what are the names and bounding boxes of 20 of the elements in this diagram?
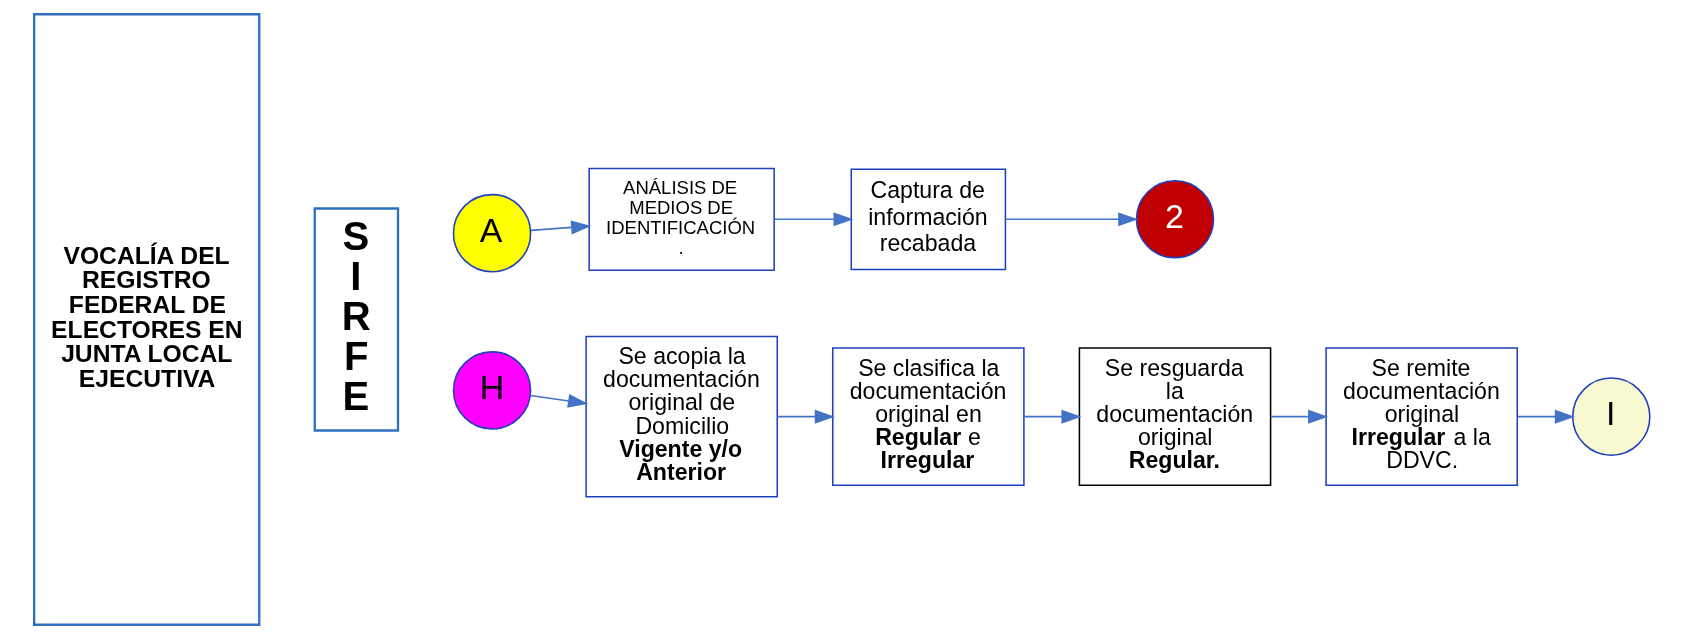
node-circle: H: [452, 351, 531, 430]
arrow: [1004, 212, 1138, 227]
arrow: [529, 220, 591, 235]
node-box: ANÁLISIS DE MEDIOS DE IDENTIFICACIÓN .: [587, 167, 775, 271]
node-circle: 2: [1135, 180, 1214, 259]
node-circle: A: [452, 193, 531, 273]
node-box: Se remite documentación original Irregular a la DDVC.: [1324, 347, 1518, 486]
node-box: Se acopia la documentación original de Domicilio Vigente y/o Anterior: [584, 335, 778, 498]
arrow: [1516, 409, 1575, 424]
arrow: [1022, 409, 1081, 424]
node-box: Se resguarda la documentación original Regular.: [1078, 347, 1271, 486]
node-box: S I R F E: [313, 207, 399, 432]
arrow: [776, 409, 835, 424]
node-circle: I: [1571, 377, 1651, 456]
arrow: [529, 393, 588, 408]
arrow: [1269, 409, 1328, 424]
node-box: Se clasifica la documentación original en Regular e Irregular: [831, 347, 1025, 486]
node-box: Captura de información recabada: [850, 168, 1006, 271]
node-box: VOCALÍA DEL REGISTRO FEDERAL DE ELECTORES EN JUNTA LOCAL EJECUTIVA: [32, 13, 260, 626]
arrow: [773, 212, 854, 227]
